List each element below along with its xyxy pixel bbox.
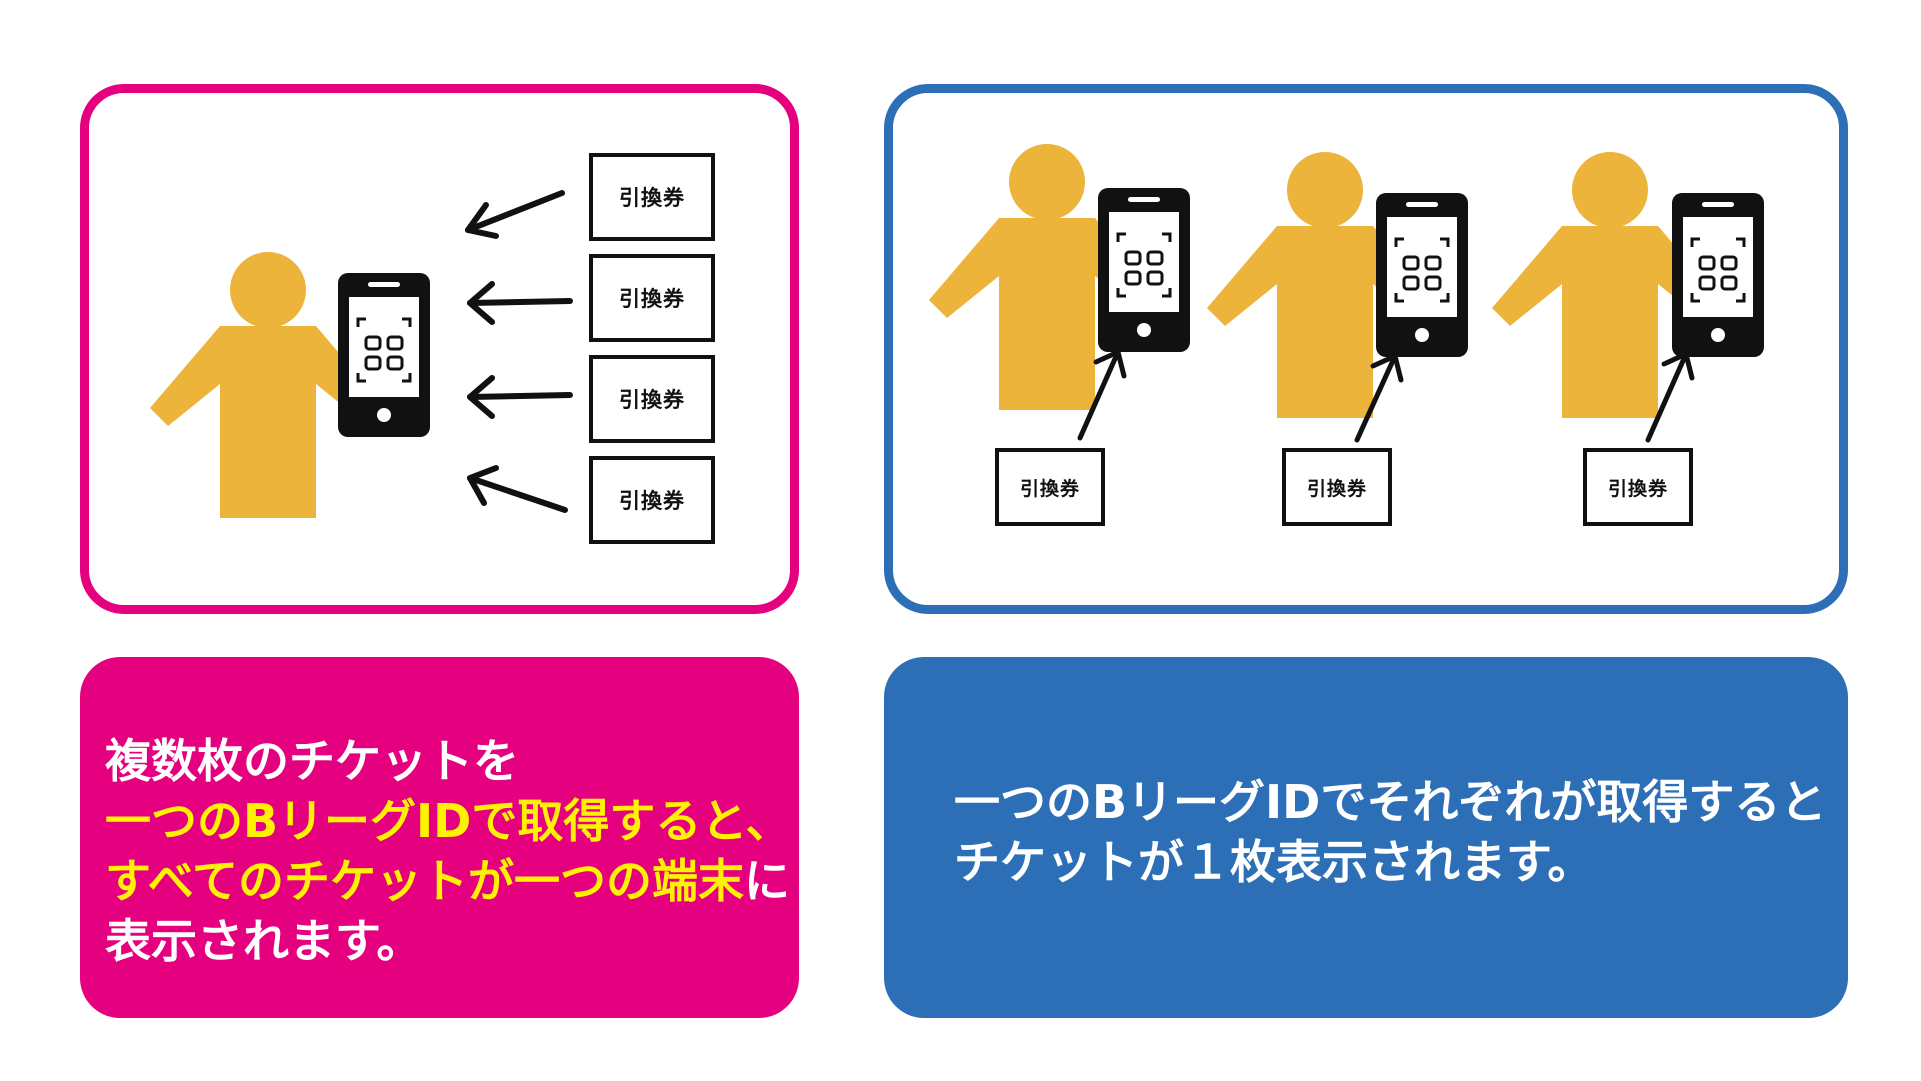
caption-tail: に <box>743 854 790 908</box>
ticket-label: 引換券 <box>1306 477 1367 500</box>
ticket-label: 引換券 <box>619 186 685 210</box>
ticket-label: 引換券 <box>619 489 685 513</box>
ticket-label: 引換券 <box>1019 477 1080 500</box>
ticket-voucher: 引換券 <box>995 448 1105 526</box>
ticket-label: 引換券 <box>619 287 685 311</box>
caption-line-highlight: 一つのBリーグIDで取得すると、 <box>105 794 792 848</box>
caption-highlight: すべてのチケットが一つの端末 <box>105 854 744 908</box>
caption-line: チケットが１枚表示されます。 <box>954 835 1594 889</box>
ticket-voucher: 引換券 <box>1583 448 1693 526</box>
ticket-label: 引換券 <box>1607 477 1668 500</box>
ticket-voucher: 引換券 <box>589 456 715 544</box>
caption-line: 一つのBリーグIDでそれぞれが取得すると <box>954 775 1827 829</box>
right-diagram-panel <box>884 84 1848 614</box>
caption-line: すべてのチケットが一つの端末に <box>105 851 799 911</box>
ticket-voucher: 引換券 <box>589 153 715 241</box>
ticket-voucher: 引換券 <box>1282 448 1392 526</box>
caption-line: 複数枚のチケットを <box>105 734 519 788</box>
caption-line: 表示されます。 <box>105 914 423 968</box>
left-caption-panel: 複数枚のチケットを 一つのBリーグIDで取得すると、 すべてのチケットが一つの端… <box>80 657 799 1018</box>
ticket-voucher: 引換券 <box>589 254 715 342</box>
ticket-label: 引換券 <box>619 388 685 412</box>
ticket-voucher: 引換券 <box>589 355 715 443</box>
right-caption-panel: 一つのBリーグIDでそれぞれが取得すると チケットが１枚表示されます。 <box>884 657 1848 1018</box>
